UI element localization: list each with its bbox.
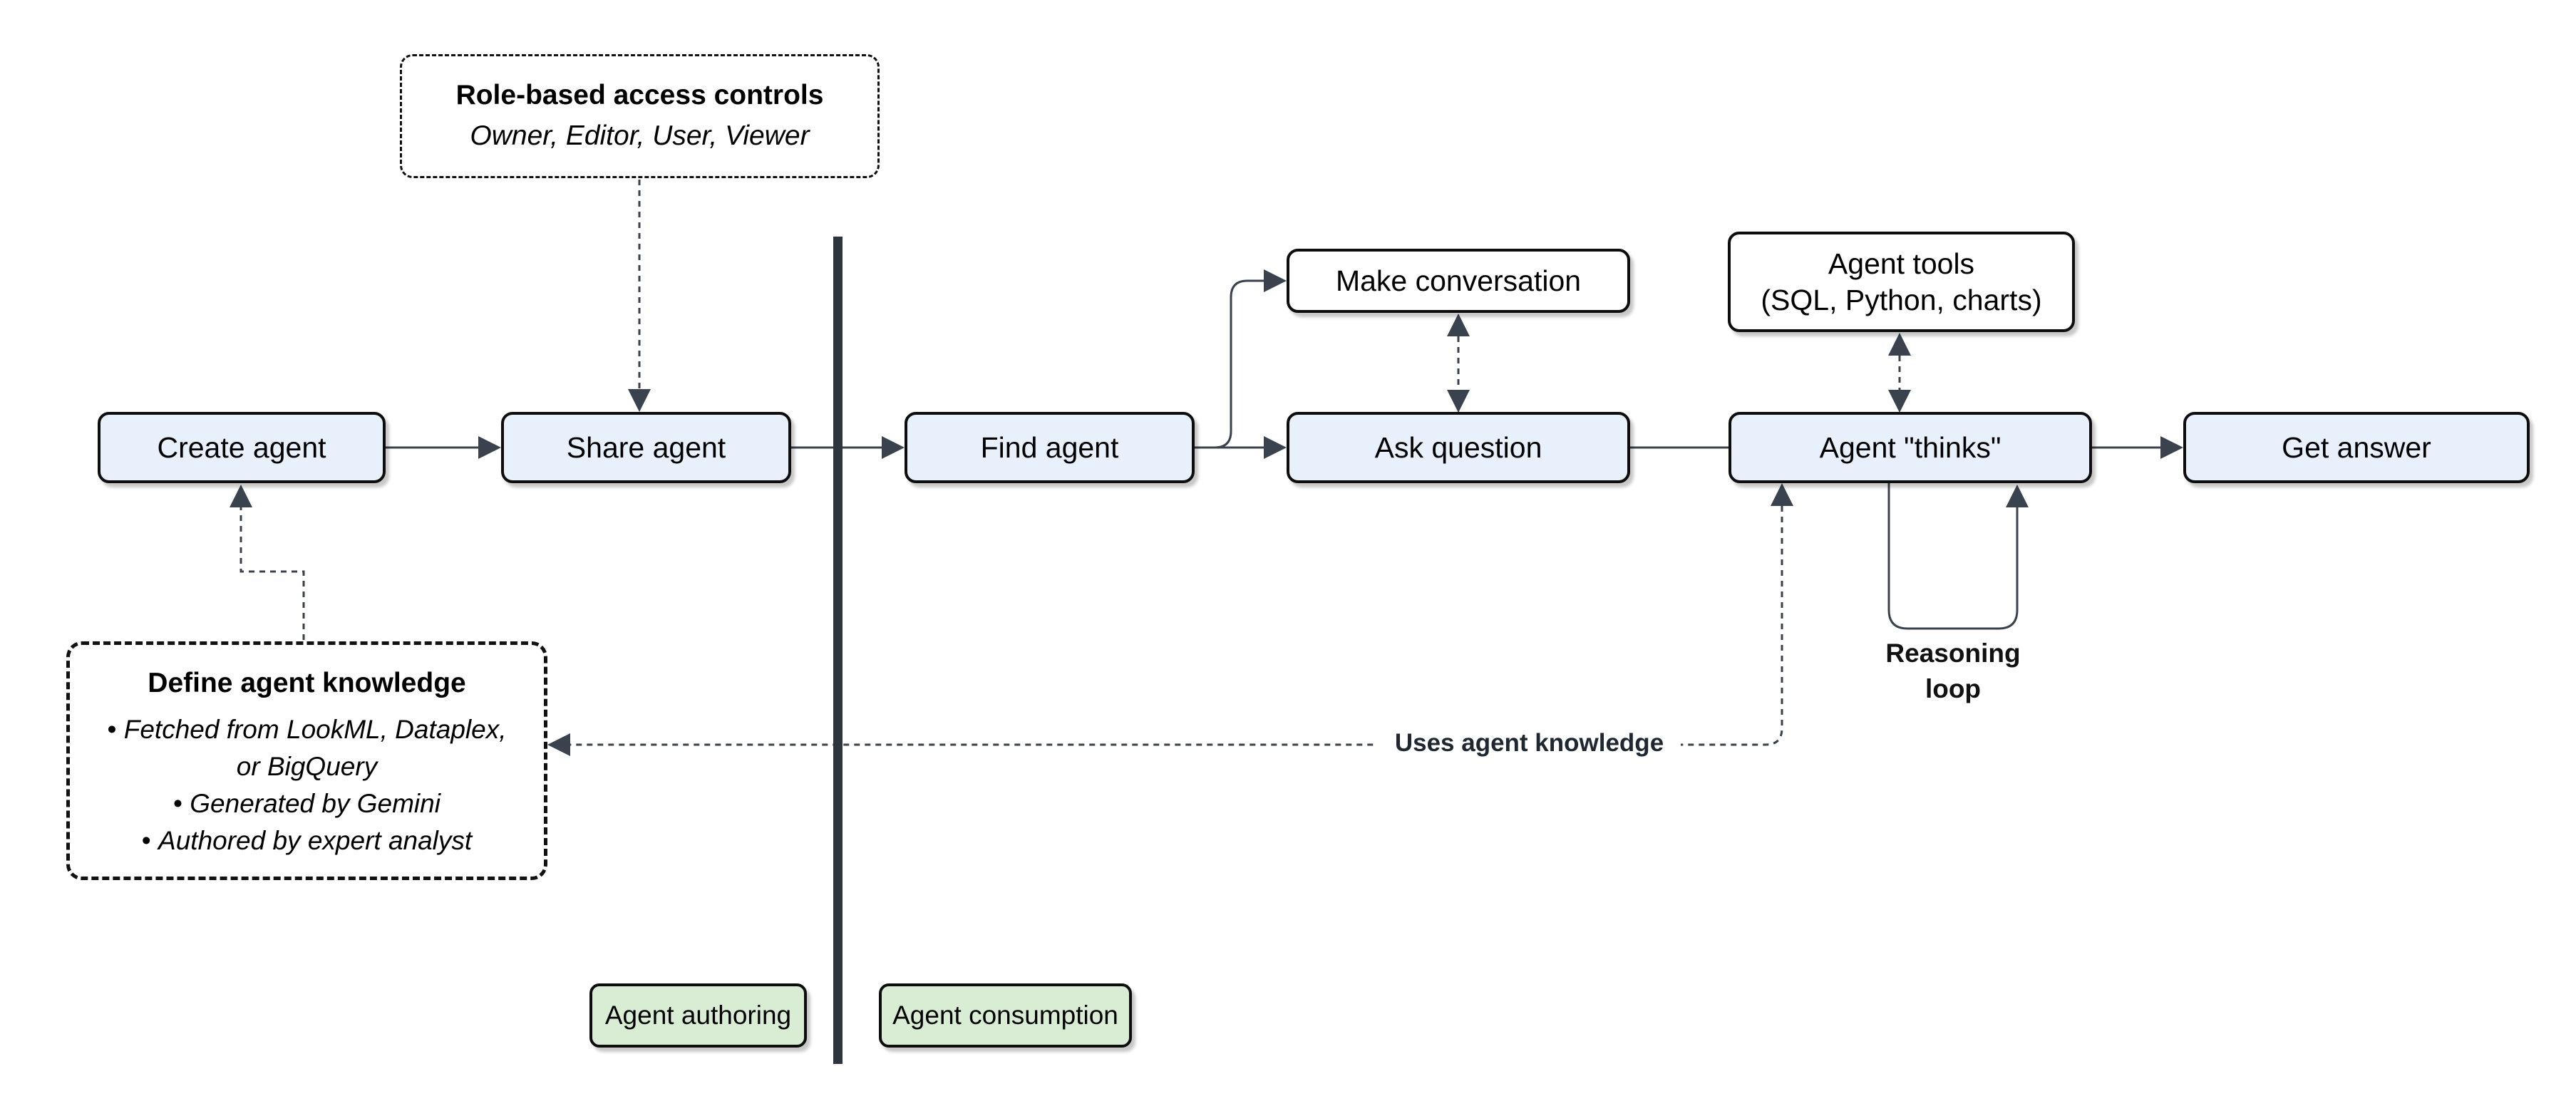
node-share-agent: Share agent [501,412,791,483]
agent-tools-line1: Agent tools [1828,247,1975,281]
connector-uses-agent-knowledge [547,483,1793,756]
connector-find-to-make-conversation [1195,269,1287,449]
connector-knowledge-to-create-agent [230,485,305,640]
authoring-consumption-divider [833,237,843,1064]
node-find-agent: Find agent [905,412,1195,483]
agent-tools-line2: (SQL, Python, charts) [1761,283,2042,316]
uses-agent-knowledge-label: Uses agent knowledge [1378,728,1681,758]
node-agent-thinks: Agent "thinks" [1729,412,2092,483]
rbac-roles: Owner, Editor, User, Viewer [470,120,810,151]
connector-make-conversation-ask-question [1447,314,1470,413]
node-create-agent: Create agent [98,412,386,483]
connector-share-to-find [791,436,905,459]
knowledge-bullet: Authored by expert analyst [142,822,472,859]
connector-create-to-share [386,436,501,459]
zone-agent-consumption: Agent consumption [879,983,1132,1048]
node-agent-tools: Agent tools (SQL, Python, charts) [1728,232,2075,332]
node-ask-question: Ask question [1287,412,1630,483]
rbac-title: Role-based access controls [455,80,824,111]
zone-agent-authoring: Agent authoring [589,983,807,1048]
connector-rbac-to-share-agent [628,180,651,412]
connector-thinks-to-answer [2092,436,2183,459]
connector-reasoning-loop [1887,483,2029,630]
note-role-based-access-controls: Role-based access controls Owner, Editor… [400,54,880,178]
reasoning-loop-label: Reasoning loop [1885,639,2021,703]
knowledge-title: Define agent knowledge [148,667,466,698]
connector-agent-tools-agent-thinks [1888,333,1911,413]
note-define-agent-knowledge: Define agent knowledge Fetched from Look… [66,641,547,880]
knowledge-bullet: Generated by Gemini [173,785,441,822]
node-make-conversation: Make conversation [1287,249,1630,313]
knowledge-bullet: Fetched from LookML, Dataplex, or BigQue… [108,711,507,785]
node-get-answer: Get answer [2183,412,2530,483]
